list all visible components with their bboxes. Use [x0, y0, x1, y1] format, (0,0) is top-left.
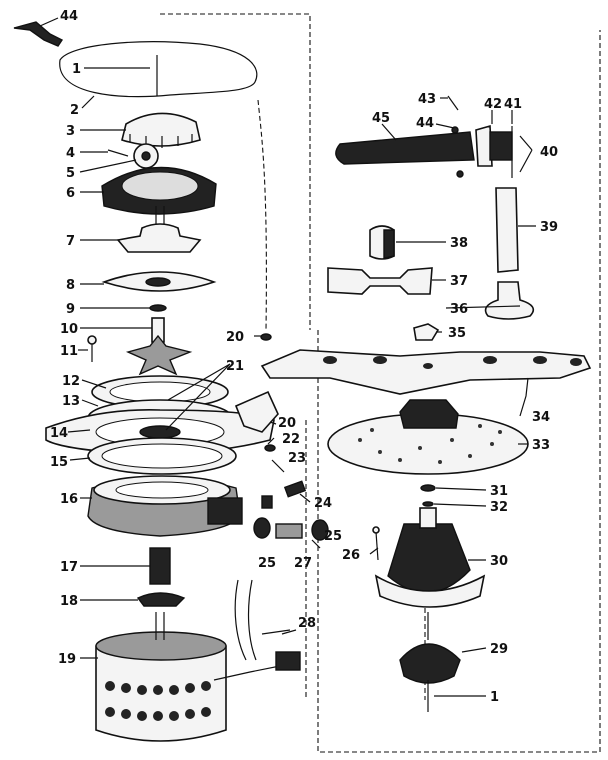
callout-28: 28 — [298, 616, 316, 631]
nut-part-35 — [413, 323, 440, 341]
bracket-part-37 — [327, 267, 433, 295]
coupling-part-17 — [149, 547, 171, 585]
callout-38: 38 — [450, 236, 468, 251]
callout-31: 32 — [490, 500, 508, 515]
callout-45: 45 — [372, 111, 390, 126]
callout-46: 44 — [60, 9, 78, 24]
callout-8: 8 — [66, 278, 75, 293]
callout-40: 40 — [540, 145, 558, 160]
seal-part-18 — [136, 592, 186, 607]
callout-16: 16 — [60, 492, 78, 507]
callout-36: 36 — [450, 302, 468, 317]
callout-24: 24 — [314, 496, 332, 511]
spray-arm-part-34 — [260, 349, 592, 395]
callout-5: 5 — [66, 166, 75, 181]
callout-7: 7 — [66, 234, 75, 249]
callout-13: 13 — [62, 394, 80, 409]
callout-44: 44 — [416, 116, 434, 131]
pump-housing-part-30 — [387, 523, 471, 594]
callout-30: 30 — [490, 554, 508, 569]
impeller-part-10 — [125, 334, 193, 376]
callout-25-left: 25 — [258, 556, 276, 571]
callout-20-lower: 20 — [278, 416, 296, 431]
callout-2: 2 — [70, 103, 79, 118]
callout-10: 10 — [60, 322, 78, 337]
callout-23: 23 — [288, 451, 306, 466]
callout-6: 6 — [66, 186, 75, 201]
callout-18: 18 — [60, 594, 78, 609]
callout-1-bottom: 1 — [490, 690, 499, 705]
callout-20-upper: 20 — [226, 330, 244, 345]
callout-1-top: 1 — [72, 62, 81, 77]
callout-34: 34 — [532, 410, 550, 425]
callout-17: 17 — [60, 560, 78, 575]
callout-33: 33 — [532, 438, 550, 453]
bracket-part-46 — [13, 21, 64, 47]
callout-14: 14 — [50, 426, 68, 441]
callout-3: 3 — [66, 124, 75, 139]
callout-labels: 44 1 2 3 4 5 6 7 8 9 10 11 12 13 14 15 1… — [50, 9, 558, 705]
callout-22: 22 — [282, 432, 300, 447]
callout-35: 35 — [448, 326, 466, 341]
callout-19: 19 — [58, 652, 76, 667]
callout-15: 15 — [50, 455, 68, 470]
washer-part-9 — [149, 304, 167, 312]
callout-26: 26 — [342, 548, 360, 563]
callout-21: 21 — [226, 359, 244, 374]
callout-27: 27 — [294, 556, 312, 571]
callout-12: 12 — [62, 374, 80, 389]
heater-loop-part-2 — [59, 41, 258, 98]
callout-9: 9 — [66, 302, 75, 317]
tube-part-39 — [495, 187, 519, 273]
callout-41: 41 — [504, 97, 522, 112]
callout-32: 31 — [490, 484, 508, 499]
mount-part-7 — [116, 223, 202, 253]
callout-37: 37 — [450, 274, 468, 289]
cap-part-36 — [484, 281, 535, 320]
callout-29: 29 — [490, 642, 508, 657]
callout-42: 42 — [484, 97, 502, 112]
callout-25-right: 25 — [324, 529, 342, 544]
callout-11: 11 — [60, 344, 78, 359]
callout-4: 4 — [66, 146, 75, 161]
impeller-part-29 — [399, 643, 461, 684]
callout-39: 39 — [540, 220, 558, 235]
callout-43: 43 — [418, 92, 436, 107]
tube-part-45 — [335, 131, 475, 165]
cap-part-3 — [121, 112, 201, 147]
